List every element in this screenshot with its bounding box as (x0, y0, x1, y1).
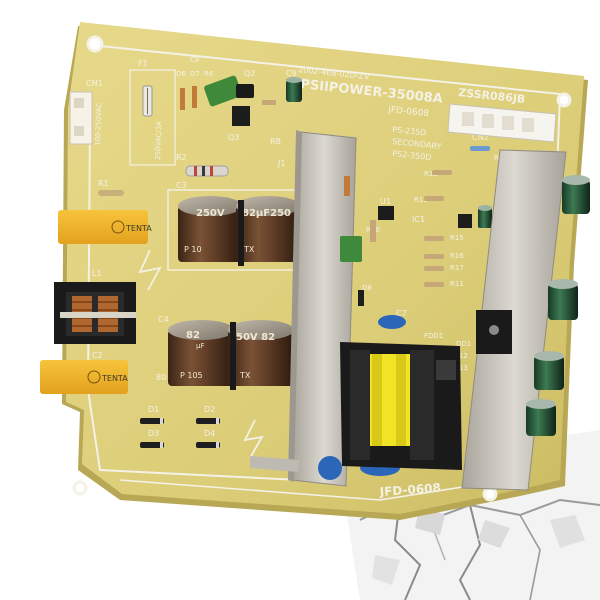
q2-label: Q2 (244, 69, 255, 78)
small-components-top (180, 75, 302, 126)
input-voltage-label: 100-250VAC (94, 103, 104, 147)
r12-label: R12 (424, 170, 438, 178)
primary-heatsink (250, 130, 357, 487)
c7-label: C7 (396, 309, 407, 318)
c9-label: C9 (286, 69, 297, 78)
d8-label: D8 (362, 284, 372, 292)
common-mode-choke (54, 282, 136, 344)
j1-label: J1 (277, 159, 285, 168)
film-capacitor-bottom: TENTA (40, 360, 128, 394)
rb-label: RB (270, 137, 281, 146)
output-capacitors (526, 175, 590, 436)
cap-strap-bottom (230, 322, 236, 390)
secondary-heatsink (461, 149, 567, 491)
maker-top-label: JFD-0608 (387, 105, 430, 119)
cap-strap-top (238, 200, 244, 266)
dd1-label: DD1 (456, 340, 471, 348)
cap-bottom-left-series: P 105 (180, 371, 203, 380)
electrolytic-cap-top-right: 82μF250 TX (236, 196, 300, 262)
b0-label: 80 (156, 373, 166, 382)
cap-bottom-right-brand: TX (239, 371, 251, 380)
d3-label: D3 (148, 429, 159, 438)
d6-label: D6 (176, 70, 186, 78)
cap-bottom-right-rating: 50V 82 (236, 332, 275, 343)
c2-label: C2 (92, 351, 103, 360)
film-cap-bottom-brand: TENTA (101, 374, 128, 383)
resistor-array (424, 146, 490, 287)
electrolytic-cap-top-left: 250V P 10 (178, 196, 242, 262)
l1-label: L1 (92, 269, 102, 278)
cn1-connector (69, 91, 93, 145)
cap-top-left-series: P 10 (184, 245, 202, 254)
fuse (142, 85, 153, 117)
c13-label: C13 (454, 364, 468, 372)
fdd1-label: FDD1 (424, 332, 443, 340)
ps-model-label: PS-235D (392, 125, 427, 138)
d1-label: D1 (148, 405, 159, 414)
d2-label: D2 (204, 405, 215, 414)
r11-label: R11 (450, 280, 464, 288)
film-capacitor-top: TENTA (58, 210, 152, 244)
cn1-label: CN1 (86, 79, 103, 88)
d4-label: D4 (204, 429, 215, 438)
r1-label: R1 (98, 179, 109, 188)
r15-label: R15 (450, 234, 464, 242)
fuse-rating-label: 250VAC/3A (154, 121, 163, 160)
r16-label: R16 (450, 252, 464, 260)
q3-label: Q3 (228, 133, 239, 142)
c12-label: C12 (454, 352, 468, 360)
cn2-label: CN2 (472, 133, 489, 142)
r17-label: R17 (450, 264, 464, 272)
c3-label: C3 (176, 181, 187, 190)
c4-label: C4 (158, 315, 169, 324)
cap-bottom-center-unit: μF (196, 342, 204, 350)
ps-alt-label: PS2-350D (392, 149, 432, 162)
rectifier-diodes (140, 418, 220, 448)
ic1-label: IC1 (412, 215, 425, 224)
cap-top-left-rating: 250V (196, 208, 225, 219)
film-cap-top-brand: TENTA (125, 224, 152, 233)
power-resistor (98, 165, 229, 196)
electrolytic-cap-bottom-left: 82 μF P 105 (168, 320, 234, 386)
f1-label: F1 (138, 59, 148, 68)
u1-label: U1 (380, 197, 391, 206)
r6-label: R6 (204, 70, 214, 78)
cn2-connector (447, 103, 557, 143)
c8-label: C8 (190, 56, 199, 64)
cap-top-right-rating: 82μF250 (242, 208, 291, 219)
d7-label: D7 (190, 70, 200, 78)
cap-top-right-brand: TX (243, 245, 255, 254)
switching-transformer (340, 342, 462, 470)
electrolytic-cap-bottom-right: 50V 82 TX (228, 320, 294, 386)
r2-label: R2 (176, 153, 187, 162)
r13-label: R13 (414, 196, 428, 204)
cap-bottom-left-rating: 82 (186, 330, 200, 341)
maker-bottom-label: JFD-0608 (378, 481, 441, 499)
